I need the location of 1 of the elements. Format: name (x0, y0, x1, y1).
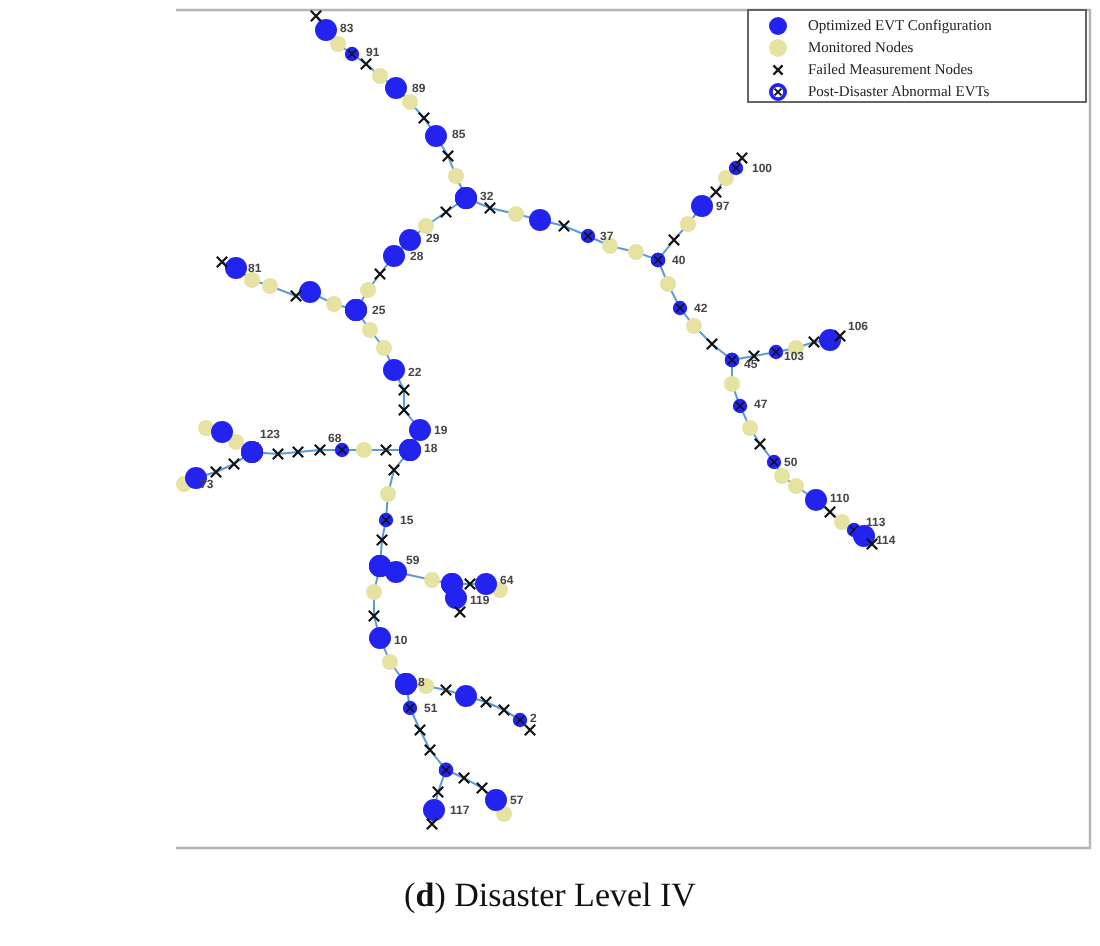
figure-caption: (d) Disaster Level IV (404, 876, 696, 916)
